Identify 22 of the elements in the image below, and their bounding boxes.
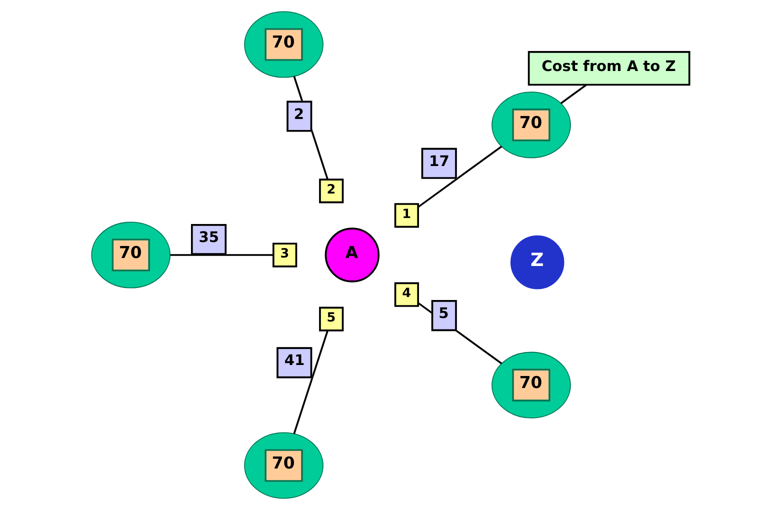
edge-label: 35 <box>198 229 220 246</box>
connector <box>293 330 328 434</box>
node-ellipse: 70 <box>244 11 324 78</box>
node-box: 4 <box>394 282 419 307</box>
connector <box>418 146 502 208</box>
edge-label: 17 <box>429 152 450 170</box>
node-ellipse: 70 <box>492 352 571 418</box>
node-ellipse: 70 <box>91 222 171 288</box>
node-box: 5 <box>319 306 344 332</box>
node-circle: Z <box>510 235 564 290</box>
node-box: 3 <box>272 242 298 268</box>
connector <box>560 84 587 104</box>
edge-label: 5 <box>438 305 449 322</box>
node-box: 2 <box>319 178 344 204</box>
node-ellipse: 70 <box>244 432 324 499</box>
edge-label: 41 <box>284 352 305 370</box>
node-box: Cost from A to Z <box>528 51 690 86</box>
connector <box>170 254 274 256</box>
node-circle: A <box>324 228 380 282</box>
node-box: 1 <box>394 203 419 228</box>
node-ellipse: 70 <box>492 92 571 158</box>
edge-label: 2 <box>294 106 304 123</box>
